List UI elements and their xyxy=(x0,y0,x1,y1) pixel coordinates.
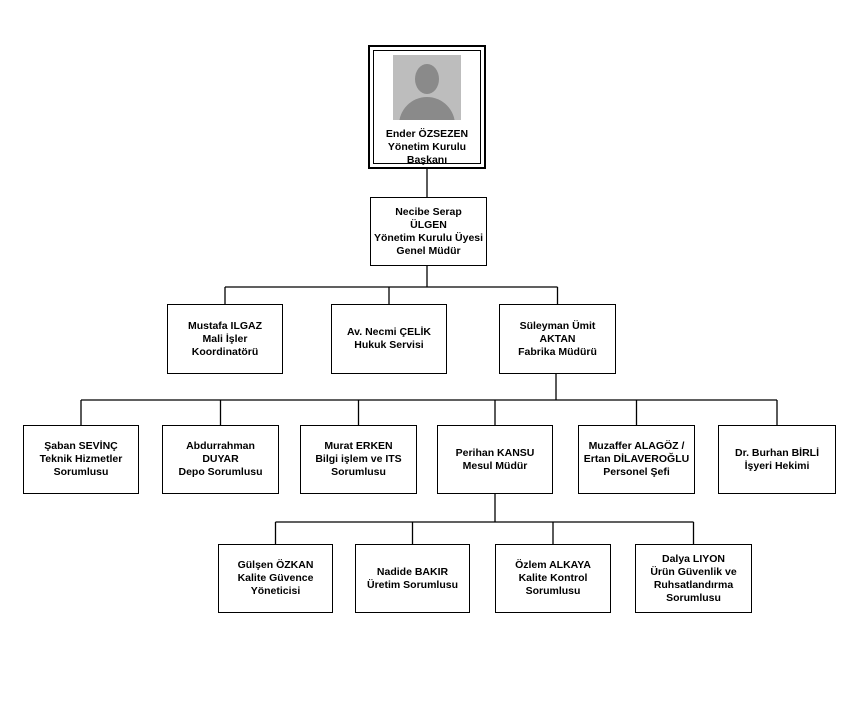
box-uretim-line: Üretim Sorumlusu xyxy=(366,578,458,591)
box-fabrika-line: Fabrika Müdürü xyxy=(518,345,597,358)
box-teknik-line: Teknik Hizmetler xyxy=(39,453,123,465)
box-hukuk-line: Av. Necmi ÇELİK xyxy=(346,326,432,338)
box-kalite-guvence-line: Kalite Güvence xyxy=(237,572,314,584)
box-personel-line: Personel Şefi xyxy=(603,466,670,478)
box-teknik-line: Sorumlusu xyxy=(53,466,109,478)
box-urun-guvenlik-line: Dalya LIYON xyxy=(661,552,726,565)
person-silhouette-icon xyxy=(393,55,461,120)
president-box-line: Ender ÖZSEZEN xyxy=(385,128,469,140)
box-mesul-line: Mesul Müdür xyxy=(462,459,528,472)
box-mali-line: Koordinatörü xyxy=(191,345,259,358)
box-teknik-line: Şaban SEVİNÇ xyxy=(44,440,118,452)
box-bilgi-line: Sorumlusu xyxy=(331,466,386,478)
box-kalite-kontrol-line: Kalite Kontrol xyxy=(518,572,588,584)
box-urun-guvenlik-line: Ürün Güvenlik ve xyxy=(650,565,737,578)
box-mali-line: Mustafa ILGAZ xyxy=(187,319,263,332)
general-manager-box-line: ÜLGEN xyxy=(410,218,447,231)
box-urun-guvenlik-line: Ruhsatlandırma xyxy=(653,578,734,591)
box-bilgi-line: Bilgi işlem ve ITS xyxy=(315,453,402,465)
general-manager-box-line: Genel Müdür xyxy=(396,244,461,257)
box-kalite-guvence-line: Yöneticisi xyxy=(250,585,301,597)
box-hukuk-line: Hukuk Servisi xyxy=(354,339,424,351)
box-fabrika-line: AKTAN xyxy=(539,332,576,345)
box-urun-guvenlik-line: Sorumlusu xyxy=(666,591,721,604)
box-kalite-kontrol-line: Sorumlusu xyxy=(525,585,581,597)
president-box-line: Yönetim Kurulu Başkanı xyxy=(387,141,467,166)
box-fabrika-line: Süleyman Ümit xyxy=(519,319,596,332)
box-personel-line: Muzaffer ALAGÖZ / xyxy=(588,440,685,452)
box-kalite-kontrol-line: Özlem ALKAYA xyxy=(515,559,591,571)
general-manager-box-line: Necibe Serap xyxy=(395,205,462,218)
box-bilgi-line: Murat ERKEN xyxy=(324,440,393,452)
box-hekim-line: Dr. Burhan BİRLİ xyxy=(734,446,819,459)
general-manager-box-line: Yönetim Kurulu Üyesi xyxy=(373,231,484,244)
box-depo-line: Depo Sorumlusu xyxy=(178,466,263,478)
box-kalite-guvence-line: Gülşen ÖZKAN xyxy=(237,559,314,571)
box-depo-line: DUYAR xyxy=(202,453,239,465)
box-uretim-line: Nadide BAKIR xyxy=(376,565,449,578)
box-hekim-line: İşyeri Hekimi xyxy=(744,459,810,472)
box-mesul-line: Perihan KANSU xyxy=(455,446,535,459)
box-personel-line: Ertan DİLAVEROĞLU xyxy=(583,453,690,465)
box-depo-line: Abdurrahman xyxy=(186,440,255,452)
box-mali-line: Mali İşler xyxy=(202,332,248,345)
